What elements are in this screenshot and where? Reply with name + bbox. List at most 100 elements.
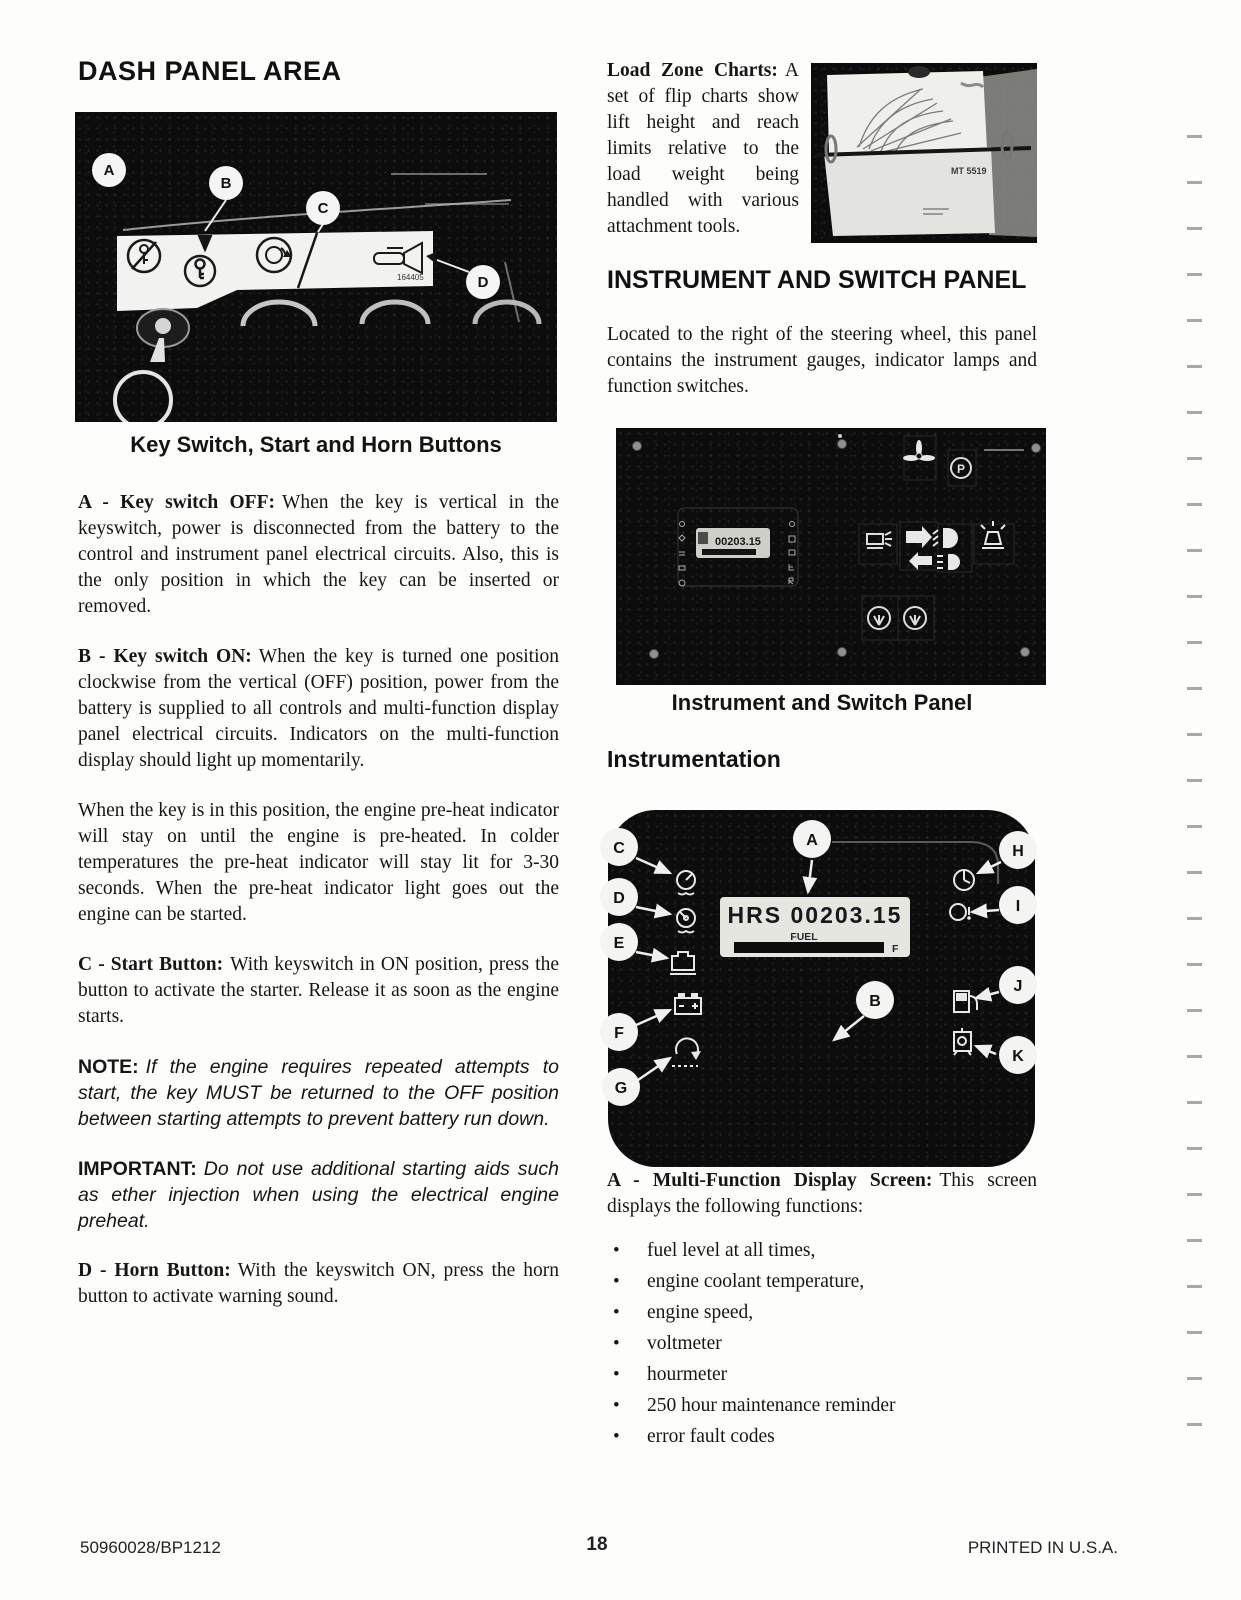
multi-function-display: HRS 00203.15 FUEL F	[720, 897, 910, 957]
svg-text:P: P	[957, 462, 965, 476]
instrumentation-labels: A B C D E F G H I J K	[600, 820, 1037, 1106]
beacon-icon	[980, 521, 1006, 549]
chart-clip	[908, 66, 930, 78]
paragraph-key-off: A - Key switch OFF:When the key is verti…	[78, 492, 559, 617]
label-i: I	[1016, 898, 1020, 915]
load-zone-lead: Load Zone Charts:	[607, 60, 778, 81]
pointer-line-c2	[296, 232, 319, 289]
knob	[359, 299, 431, 325]
label-d: D	[478, 274, 489, 291]
paragraph-lead: B - Key switch ON:	[78, 646, 252, 667]
label-h: H	[1012, 843, 1024, 860]
label-f: F	[614, 1025, 624, 1042]
work-lights-icon	[866, 531, 892, 549]
display-paragraph-lead: A - Multi-Function Display Screen:	[607, 1170, 933, 1191]
voltmeter-icon	[949, 903, 971, 921]
display-screen-paragraph: A - Multi-Function Display Screen:This s…	[607, 1170, 1038, 1217]
footer-doc-number: 50960028/BP1212	[80, 1538, 221, 1557]
list-item: •250 hour maintenance reminder	[607, 1395, 1037, 1426]
lcd-full-mark: F	[892, 943, 899, 955]
important-lead: IMPORTANT:	[78, 1158, 197, 1180]
decal-part-number: 164405	[397, 273, 424, 282]
wire-outline	[832, 841, 999, 884]
chart-model-label: MT 5519	[951, 166, 987, 176]
switch-panel-caption: Instrument and Switch Panel	[671, 690, 973, 715]
parking-brake-icon: P	[950, 457, 972, 479]
load-zone-block: Load Zone Charts:A set of flip charts sh…	[607, 58, 1037, 243]
label-g: G	[615, 1080, 627, 1097]
lcd-hours-readout: HRS 00203.15	[728, 902, 903, 928]
key	[150, 338, 165, 362]
engine-speed-icon	[672, 1037, 701, 1067]
switch-bezels	[858, 435, 1015, 641]
coolant-temperature-icon	[676, 870, 696, 896]
dash-figure-caption: Key Switch, Start and Horn Buttons	[130, 432, 502, 457]
load-zone-figure-art: MT 5519	[817, 66, 1037, 237]
section-heading-switch-panel: INSTRUMENT AND SWITCH PANEL	[607, 266, 1027, 294]
right-indicator-icons	[949, 869, 978, 1056]
page-smudge	[960, 81, 985, 89]
switch-panel-figure: 00203.15	[616, 428, 1046, 685]
list-item: •engine speed,	[607, 1302, 1037, 1333]
label-c: C	[318, 200, 329, 217]
screw-icons	[632, 439, 1041, 659]
pointer-arrow-d	[426, 252, 436, 263]
indicator-glyphs-left	[678, 521, 686, 587]
label-b: B	[221, 175, 232, 192]
bullet-glyph: •	[613, 1426, 620, 1447]
scratch	[504, 261, 520, 323]
scan-binding-marks	[1187, 92, 1202, 1467]
horn-icon	[373, 241, 423, 275]
binder-ring-left	[824, 134, 838, 164]
list-item: •fuel level at all times,	[607, 1240, 1037, 1271]
chart-cover	[979, 69, 1037, 237]
engine-icon	[670, 951, 696, 975]
dash-panel-figure: 164405 A	[75, 112, 557, 422]
pointer-line-d	[436, 259, 470, 273]
label-k: K	[1012, 1048, 1024, 1065]
label-j: J	[1014, 978, 1023, 995]
paragraph-key-on: B - Key switch ON:When the key is turned…	[78, 646, 559, 771]
maintenance-reminder-icon	[953, 1028, 972, 1056]
list-item: •error fault codes	[607, 1426, 1037, 1457]
chart-bottom-page	[824, 147, 995, 236]
indicator-glyphs-right	[787, 521, 796, 585]
label-a: A	[104, 162, 115, 179]
paragraph-start-button: C - Start Button:With keyswitch in ON po…	[78, 954, 559, 1027]
chart-bar	[817, 146, 1031, 157]
paragraph-note: NOTE:If the engine requires repeated att…	[78, 1056, 559, 1130]
start-button-icon	[255, 236, 293, 274]
key-off-icon	[126, 238, 162, 274]
display-cluster: 00203.15	[677, 507, 799, 587]
footer-printed-in: PRINTED IN U.S.A.	[967, 1538, 1118, 1557]
footer-page-number: 18	[586, 1534, 608, 1555]
section-heading-instrumentation: Instrumentation	[607, 746, 781, 772]
paragraph-lead: C - Start Button:	[78, 954, 224, 975]
label-b: B	[869, 993, 881, 1010]
bullet-glyph: •	[613, 1395, 620, 1416]
left-indicator-icons	[670, 870, 702, 1067]
paragraph-preheat: When the key is in this position, the en…	[78, 800, 559, 925]
label-a: A	[806, 832, 818, 849]
chart-top-page	[827, 71, 987, 153]
label-d: D	[613, 890, 625, 907]
knob	[240, 299, 318, 327]
list-item: •engine coolant temperature,	[607, 1271, 1037, 1302]
left-column-text: A - Key switch OFF:When the key is verti…	[78, 490, 559, 1334]
keyswitch	[113, 308, 190, 422]
note-lead: NOTE:	[78, 1056, 139, 1078]
callout-arrows	[633, 856, 1002, 1082]
label-e: E	[614, 935, 625, 952]
bullet-glyph: •	[613, 1333, 620, 1354]
temperature-gauge-icon	[676, 908, 696, 934]
lcd-fuel-bar	[734, 942, 884, 953]
key-ring	[113, 370, 173, 422]
speck	[838, 434, 842, 438]
headlight-beam-icons	[932, 528, 960, 570]
bullet-glyph: •	[613, 1240, 620, 1261]
paragraph-lead: A - Key switch OFF:	[78, 492, 275, 513]
paragraph-lead: D - Horn Button:	[78, 1260, 231, 1281]
switch-panel-intro: Located to the right of the steering whe…	[607, 324, 1037, 397]
bullet-glyph: •	[613, 1271, 620, 1292]
